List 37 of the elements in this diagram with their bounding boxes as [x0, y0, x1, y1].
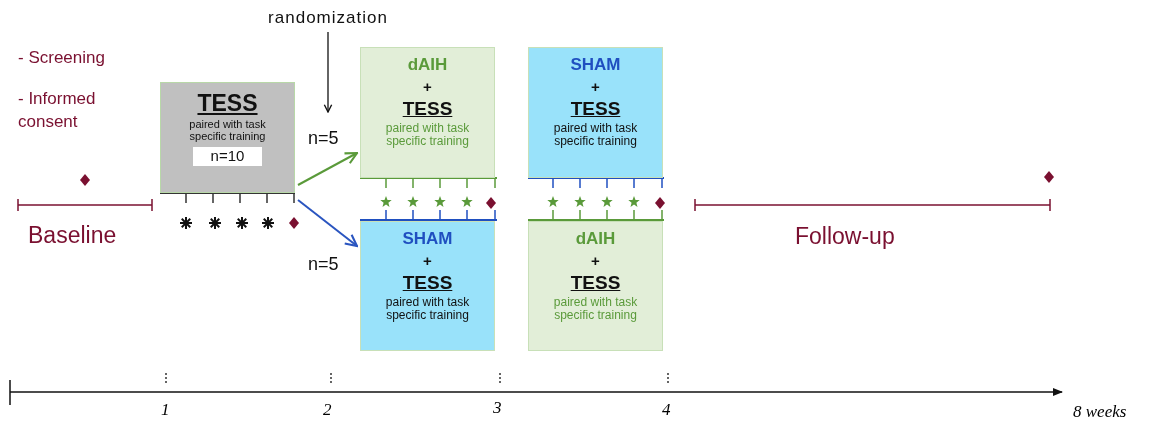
- treatment-box: [360, 221, 495, 351]
- treatment-box: [160, 82, 295, 193]
- plus-sign: +: [591, 78, 600, 96]
- arrow: [297, 199, 359, 248]
- treatment-box: [360, 47, 495, 178]
- sample-size-label: n=10: [192, 147, 263, 166]
- phase-label: Follow-up: [795, 223, 895, 250]
- list-item: - Screening: [18, 48, 105, 68]
- intervention-title: TESS: [570, 99, 621, 121]
- description-text: paired with task specific training: [188, 118, 267, 143]
- group-title: dAIH: [575, 230, 616, 249]
- intervention-title: TESS: [197, 91, 258, 117]
- description-text: paired with task specific training: [384, 296, 471, 323]
- axis-tick-label: 8 weeks: [1073, 402, 1127, 422]
- annotation-text: randomization: [253, 6, 403, 30]
- axis-tick-label: 2: [323, 400, 332, 420]
- axis-tick-label: 4: [662, 400, 671, 420]
- treatment-box: [528, 47, 663, 178]
- intervention-title: TESS: [402, 273, 453, 295]
- plus-sign: +: [423, 78, 432, 96]
- description-text: paired with task specific training: [552, 122, 639, 149]
- plus-sign: +: [591, 252, 600, 270]
- description-text: paired with task specific training: [384, 122, 471, 149]
- intervention-title: TESS: [402, 99, 453, 121]
- axis-tick-label: 1: [161, 400, 170, 420]
- group-title: SHAM: [570, 56, 621, 75]
- arrow: [323, 31, 333, 113]
- group-title: dAIH: [407, 56, 448, 75]
- phase-label: Baseline: [28, 222, 117, 249]
- intervention-title: TESS: [570, 273, 621, 295]
- description-text: paired with task specific training: [552, 296, 639, 323]
- plus-sign: +: [423, 252, 432, 270]
- axis-tick-label: 3: [493, 398, 502, 418]
- arrow: [297, 151, 359, 186]
- group-title: SHAM: [402, 230, 453, 249]
- treatment-box: [528, 221, 663, 351]
- list-item: - Informed consent: [18, 88, 97, 133]
